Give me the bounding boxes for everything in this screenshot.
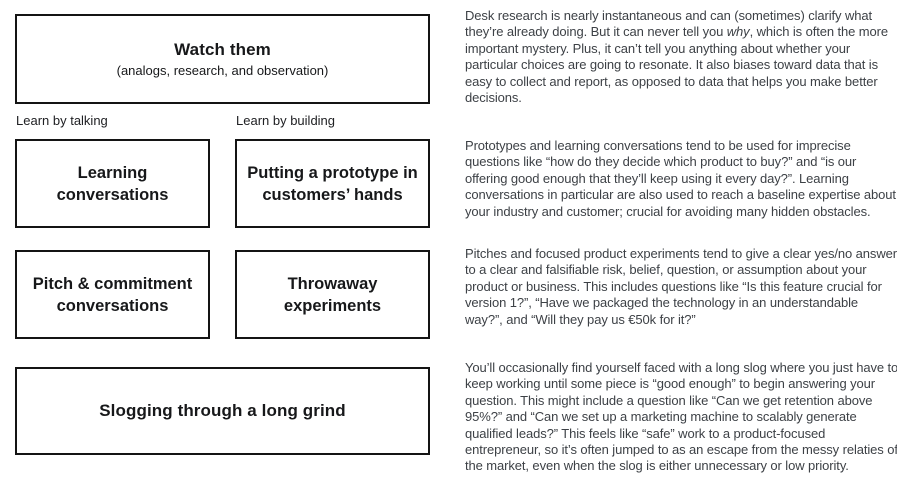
paragraph-pitches-experiments: Pitches and focused product experiments …: [465, 246, 897, 327]
pitch-commitment-label: Pitch & commitment conversations: [32, 274, 193, 315]
column-label-learn-by-building: Learn by building: [236, 113, 336, 128]
desk-research-text-pre: Desk research is nearly instantaneous an…: [465, 8, 873, 40]
box-learning-conversations: Learning conversations: [15, 139, 210, 228]
column-label-learn-by-talking: Learn by talking: [16, 113, 108, 128]
prototype-in-hands-label: Putting a prototype in customers’ hands: [247, 163, 418, 204]
box-slogging-long-grind: Slogging through a long grind: [15, 367, 430, 455]
box-watch-them: Watch them (analogs, research, and obser…: [15, 14, 430, 104]
desk-research-italic-why: why: [726, 24, 750, 40]
paragraph-prototypes-learning-conversations: Prototypes and learning conversations te…: [465, 138, 896, 219]
watch-them-subtitle: (analogs, research, and observation): [116, 62, 329, 78]
box-prototype-in-hands: Putting a prototype in customers’ hands: [235, 139, 430, 228]
slogging-long-grind-label: Slogging through a long grind: [99, 401, 346, 420]
learning-conversations-label: Learning conversations: [56, 163, 169, 204]
watch-them-title: Watch them: [174, 39, 271, 59]
paragraph-desk-research: Desk research is nearly instantaneous an…: [465, 8, 897, 106]
paragraph-long-slog: You’ll occasionally find yourself faced …: [465, 360, 897, 474]
box-pitch-commitment: Pitch & commitment conversations: [15, 250, 210, 339]
throwaway-experiments-label: Throwaway experiments: [283, 274, 382, 315]
desk-research-text-post: , which is often the more important myst…: [465, 24, 888, 106]
box-throwaway-experiments: Throwaway experiments: [235, 250, 430, 339]
